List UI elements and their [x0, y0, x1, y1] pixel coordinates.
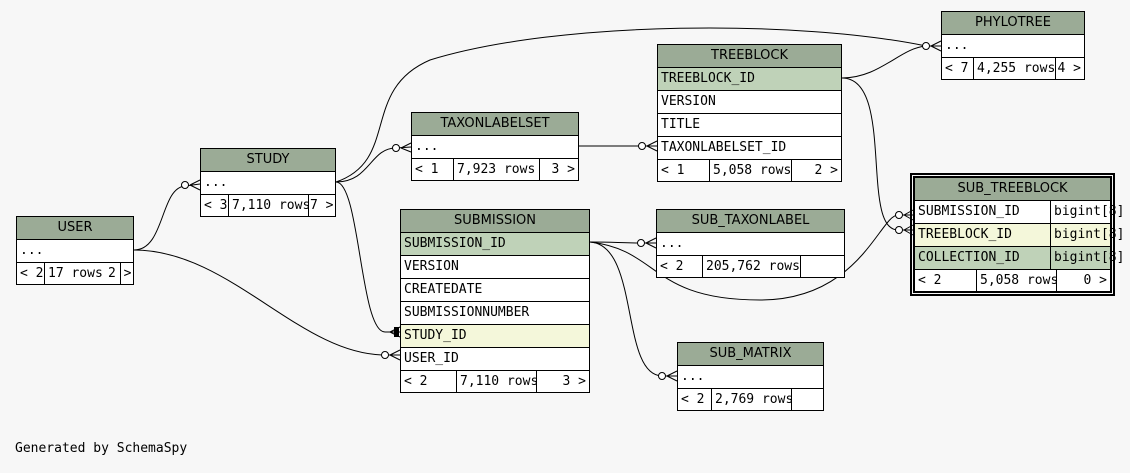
table-submission[interactable]: SUBMISSION SUBMISSION_ID VERSION CREATED…: [400, 209, 590, 393]
column-row: ...: [942, 35, 1084, 58]
column-name: TREEBLOCK_ID: [918, 227, 1012, 242]
column-name: COLLECTION_ID: [918, 250, 1020, 265]
table-sub-taxonlabel[interactable]: SUB_TAXONLABEL ... < 2 205,762 rows: [656, 209, 845, 278]
children-count[interactable]: 0 >: [1083, 273, 1107, 288]
parents-count[interactable]: < 1: [412, 159, 454, 180]
table-footer: < 1 5,058 rows 2 >: [658, 160, 841, 181]
table-phylotree[interactable]: PHYLOTREE ... < 7 4,255 rows 4 >: [941, 11, 1085, 80]
table-sub-matrix[interactable]: SUB_MATRIX ... < 2 2,769 rows: [677, 342, 824, 411]
edge-submission-submatrix: [589, 241, 677, 377]
parents-count[interactable]: < 2: [17, 263, 45, 284]
row-count: 2,769 rows: [712, 389, 793, 410]
column-row-pk: COLLECTION_ID bigint[8]: [915, 247, 1124, 270]
row-count: 7,110 rows: [229, 195, 310, 216]
column-name: SUBMISSION_ID: [918, 204, 1020, 219]
column-row: ...: [412, 136, 578, 159]
table-taxonlabelset[interactable]: TAXONLABELSET ... < 1 7,923 rows 3 >: [411, 112, 579, 181]
children-count[interactable]: [801, 256, 844, 277]
row-count: 5,058 rows: [710, 160, 792, 181]
table-footer: < 3 7,110 rows 7 >: [201, 195, 335, 216]
row-count: 4,255 rows: [974, 58, 1056, 79]
parents-count[interactable]: < 2: [678, 389, 712, 410]
edge-user-submission: [133, 249, 400, 356]
column-row: VERSION: [401, 256, 589, 279]
edge-treeblock-subtreeblock: [841, 77, 913, 231]
children-count[interactable]: 4 >: [1057, 61, 1081, 76]
table-user[interactable]: USER ... < 2 17 rows 2 >: [16, 216, 134, 285]
column-row: ...: [657, 233, 844, 256]
table-title: SUBMISSION: [401, 210, 589, 233]
children-count[interactable]: 2 >: [814, 163, 838, 178]
table-treeblock[interactable]: TREEBLOCK TREEBLOCK_ID VERSION TITLE TAX…: [657, 44, 842, 182]
edge-user-study: [133, 183, 201, 251]
parents-count[interactable]: < 3: [201, 195, 229, 216]
column-row: SUBMISSIONNUMBER: [401, 302, 589, 325]
children-count[interactable]: 3 >: [551, 162, 575, 177]
edge-treeblock-phylotree: [841, 45, 941, 79]
children-count[interactable]: 3 >: [562, 374, 586, 389]
parents-count[interactable]: < 2: [657, 256, 703, 277]
column-type: bigint[8]: [1050, 247, 1124, 269]
row-count: 17 rows: [45, 263, 121, 284]
table-title: SUB_TAXONLABEL: [657, 210, 844, 233]
table-study[interactable]: STUDY ... < 3 7,110 rows 7 >: [200, 148, 336, 217]
column-row: SUBMISSION_ID bigint[8]: [915, 201, 1124, 224]
table-title: PHYLOTREE: [942, 12, 1084, 35]
children-count[interactable]: 2 >: [108, 266, 132, 281]
column-row: ...: [17, 240, 133, 263]
table-title: SUB_TREEBLOCK: [915, 178, 1110, 201]
column-row: CREATEDATE: [401, 279, 589, 302]
column-row: ...: [678, 366, 823, 389]
table-footer: < 2 5,058 rows 0 >: [915, 270, 1110, 291]
edge-study-submission: [335, 181, 400, 333]
table-footer: < 7 4,255 rows 4 >: [942, 58, 1084, 79]
parents-count[interactable]: < 7: [942, 58, 974, 79]
children-count[interactable]: [791, 389, 823, 410]
parents-count[interactable]: < 1: [658, 160, 710, 181]
column-row-fk: TREEBLOCK_ID bigint[8]: [915, 224, 1124, 247]
column-row: TAXONLABELSET_ID: [658, 137, 841, 160]
parents-count[interactable]: < 2: [401, 371, 457, 392]
row-count: 5,058 rows: [977, 270, 1058, 291]
column-type: bigint[8]: [1050, 224, 1124, 246]
column-row: TITLE: [658, 114, 841, 137]
table-footer: < 1 7,923 rows 3 >: [412, 159, 578, 180]
row-count: 7,110 rows: [457, 371, 538, 392]
column-row: USER_ID: [401, 348, 589, 371]
row-count: 7,923 rows: [454, 159, 540, 180]
column-row: ...: [201, 172, 335, 195]
row-count: 205,762 rows: [703, 256, 801, 277]
table-sub-treeblock[interactable]: SUB_TREEBLOCK SUBMISSION_ID bigint[8] TR…: [910, 173, 1124, 296]
table-title: TAXONLABELSET: [412, 113, 578, 136]
edge-submission-subtreeblock: [589, 214, 913, 301]
column-row-pk: TREEBLOCK_ID: [658, 68, 841, 91]
parents-count[interactable]: < 2: [915, 270, 977, 291]
table-title: SUB_MATRIX: [678, 343, 823, 366]
edge-study-phylotree: [335, 27, 941, 183]
table-footer: < 2 7,110 rows 3 >: [401, 371, 589, 392]
column-row-pk: SUBMISSION_ID: [401, 233, 589, 256]
table-footer: < 2 205,762 rows: [657, 256, 844, 277]
table-title: USER: [17, 217, 133, 240]
table-title: TREEBLOCK: [658, 45, 841, 68]
column-row: VERSION: [658, 91, 841, 114]
generator-credit: Generated by SchemaSpy: [15, 441, 188, 456]
column-type: bigint[8]: [1050, 201, 1124, 223]
table-title: STUDY: [201, 149, 335, 172]
table-footer: < 2 2,769 rows: [678, 389, 823, 410]
table-footer: < 2 17 rows 2 >: [17, 263, 133, 284]
children-count[interactable]: 7 >: [310, 198, 334, 213]
column-row-fk: STUDY_ID: [401, 325, 589, 348]
